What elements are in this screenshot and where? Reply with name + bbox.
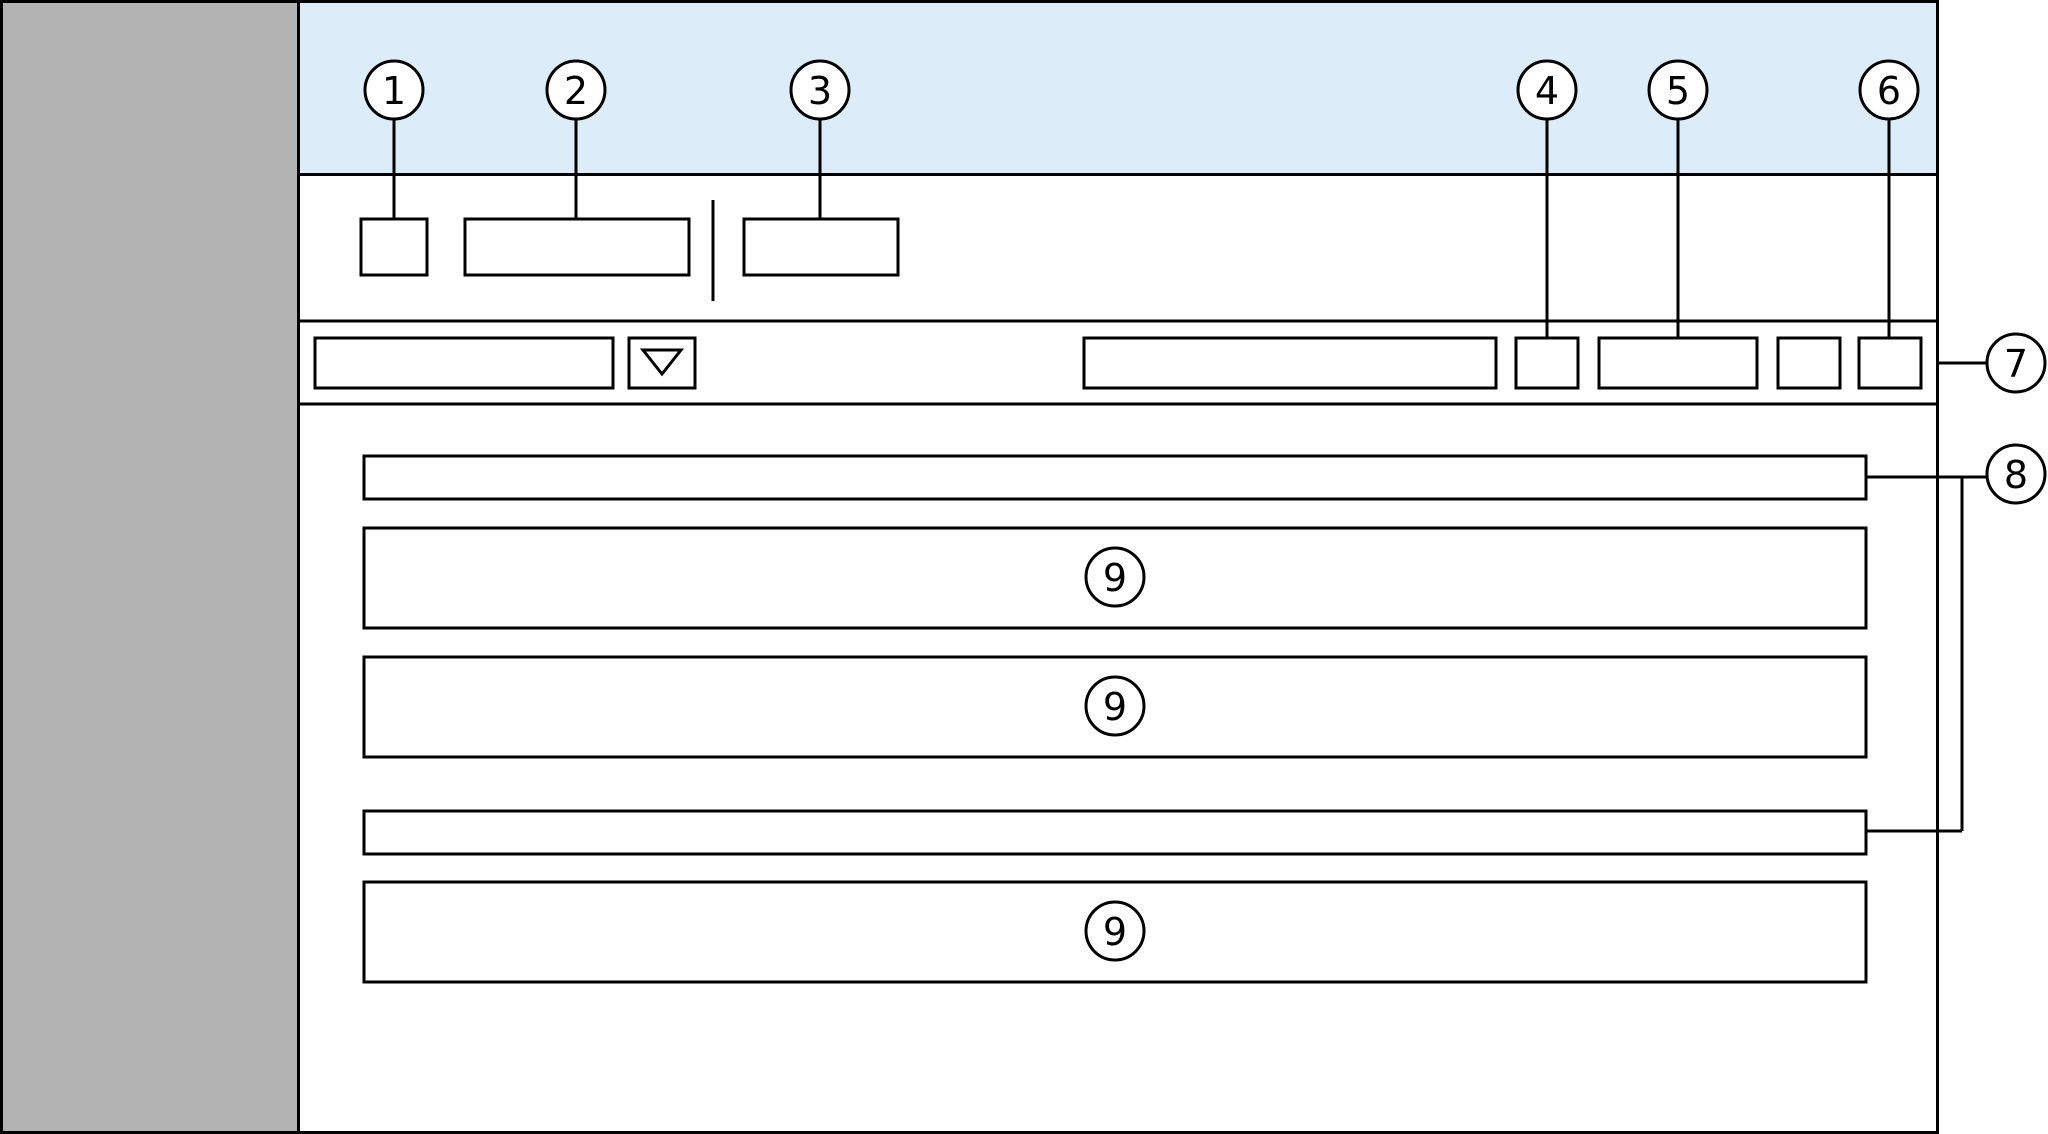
callout-7: 7 [1985, 332, 2047, 394]
svg-text:2: 2 [564, 69, 588, 113]
dropdown-toggle-button[interactable] [627, 336, 697, 390]
content-card-1[interactable] [362, 526, 1868, 630]
svg-text:4: 4 [1535, 69, 1559, 113]
triangle-down-icon [639, 348, 685, 377]
leader-lines [392, 120, 1986, 833]
content-card-2[interactable] [362, 655, 1868, 759]
svg-text:5: 5 [1666, 69, 1690, 113]
callout-6: 6 [1858, 59, 1920, 121]
svg-text:3: 3 [808, 69, 832, 113]
filter-button-a[interactable] [1776, 336, 1842, 390]
callout-3: 3 [789, 59, 851, 121]
left-sidebar [0, 0, 300, 1134]
svg-text:9: 9 [1103, 910, 1127, 954]
svg-text:7: 7 [2004, 342, 2028, 386]
callout-4: 4 [1516, 59, 1578, 121]
callout-9-card-2: 9 [1084, 675, 1146, 737]
callout-9-card-3: 9 [1084, 900, 1146, 962]
callout-8: 8 [1985, 443, 2047, 505]
content-card-3[interactable] [362, 880, 1868, 984]
callout-9-card-1: 9 [1084, 546, 1146, 608]
svg-text:9: 9 [1103, 685, 1127, 729]
svg-text:8: 8 [2004, 453, 2028, 497]
search-input[interactable] [1082, 336, 1498, 390]
svg-text:9: 9 [1103, 556, 1127, 600]
svg-text:6: 6 [1877, 69, 1901, 113]
callout-2: 2 [545, 59, 607, 121]
callout-1: 1 [363, 59, 425, 121]
dropdown-field[interactable] [313, 336, 615, 390]
svg-text:1: 1 [382, 69, 406, 113]
callout-5: 5 [1647, 59, 1709, 121]
